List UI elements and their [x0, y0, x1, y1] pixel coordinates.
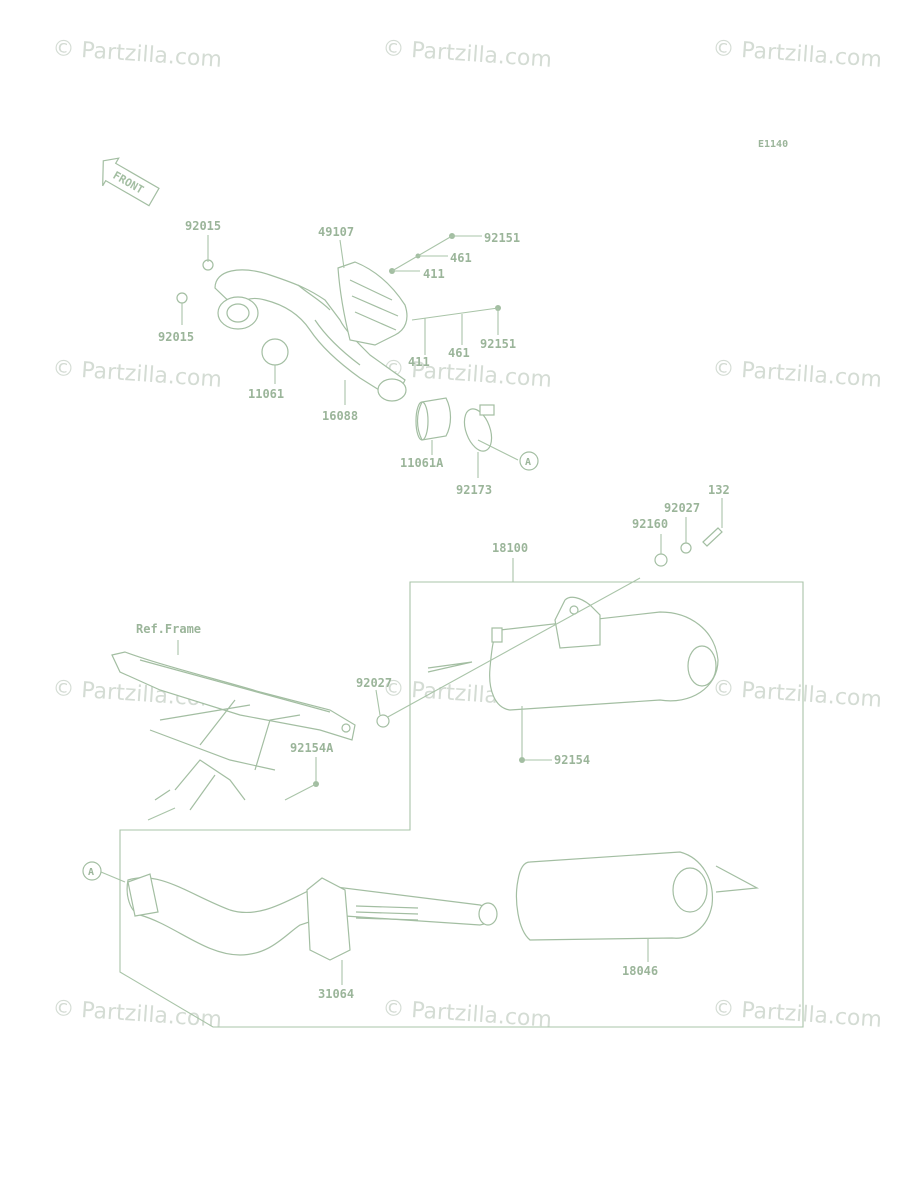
gasket-11061a [416, 397, 452, 441]
header-pipe-group: A 92015 92015 49107 92151 461 411 411 46… [158, 219, 539, 497]
muffler-18100 [489, 611, 719, 711]
clamp-92173 [463, 408, 493, 452]
watermark: © Partzilla.com [52, 356, 223, 393]
watermark: © Partzilla.com [712, 36, 883, 73]
watermark: © Partzilla.com [52, 36, 223, 73]
header-flange [217, 296, 259, 330]
heat-guard [337, 261, 408, 346]
part-11061: 11061 [248, 387, 284, 401]
part-92015-top: 92015 [185, 219, 221, 233]
part-461-top: 461 [450, 251, 472, 265]
part-92027-mid: 92027 [356, 676, 392, 690]
part-11061a: 11061A [400, 456, 444, 470]
diagram-code: E1140 [758, 139, 788, 150]
part-132: 132 [708, 483, 730, 497]
part-92154a: 92154A [290, 741, 334, 755]
part-92151-top: 92151 [484, 231, 520, 245]
front-arrow-icon: FRONT [102, 157, 160, 207]
part-411-bottom: 411 [408, 355, 430, 369]
callout-a-letter: A [525, 457, 531, 468]
part-92160: 92160 [632, 517, 668, 531]
part-461-bottom: 461 [448, 346, 470, 360]
gasket-11061 [261, 338, 289, 366]
callout-a-top [519, 451, 539, 471]
watermark: © Partzilla.com [52, 996, 223, 1033]
ref-frame-label: Ref.Frame [136, 622, 201, 636]
part-92173: 92173 [456, 483, 492, 497]
part-49107: 49107 [318, 225, 354, 239]
watermark: © Partzilla.com [382, 36, 553, 73]
part-411-top: 411 [423, 267, 445, 281]
part-92154: 92154 [554, 753, 590, 767]
frame [111, 651, 356, 741]
part-18046: 18046 [622, 964, 658, 978]
watermark: © Partzilla.com [712, 676, 883, 713]
callout-a-bottom [82, 861, 102, 881]
callout-a-letter: A [88, 867, 94, 878]
watermarks: © Partzilla.com © Partzilla.com © Partzi… [52, 36, 883, 1033]
part-18100: 18100 [492, 541, 528, 555]
part-31064: 31064 [318, 987, 354, 1001]
part-92027-top: 92027 [664, 501, 700, 515]
silencer-18046 [515, 851, 714, 941]
watermark: © Partzilla.com [712, 356, 883, 393]
part-16088: 16088 [322, 409, 358, 423]
part-92015-bottom: 92015 [158, 330, 194, 344]
part-92151-bottom: 92151 [480, 337, 516, 351]
muffler-group: A 132 92027 92160 18100 Ref.Frame 92027 … [82, 483, 804, 1028]
